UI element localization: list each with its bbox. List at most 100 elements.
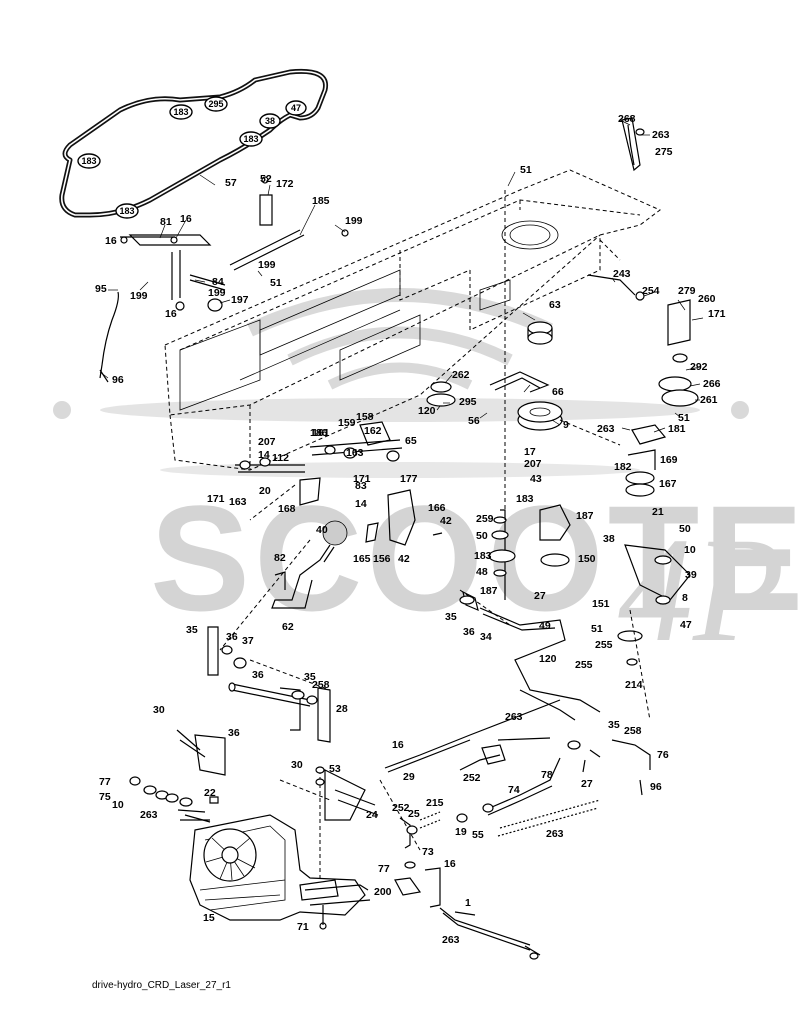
callout: 261 — [700, 394, 718, 406]
callout: 260 — [698, 293, 716, 305]
callout: 255 — [575, 659, 593, 671]
callout: 15 — [203, 912, 215, 924]
callout: 47 — [680, 619, 692, 631]
callout: 161 — [312, 427, 330, 439]
callout: 77 — [378, 863, 390, 875]
callout: 177 — [400, 473, 418, 485]
callout: 263 — [140, 809, 158, 821]
callout: 262 — [452, 369, 470, 381]
callout: 183 — [474, 550, 492, 562]
callout: 28 — [336, 703, 348, 715]
callout: 258 — [624, 725, 642, 737]
callout: 162 — [364, 425, 382, 437]
callout: 215 — [426, 797, 444, 809]
callout: 275 — [655, 146, 673, 158]
callout: 36 — [226, 631, 238, 643]
callout: 51 — [270, 277, 282, 289]
callout: 96 — [112, 374, 124, 386]
shift-lever — [271, 544, 335, 609]
callout: 199 — [208, 287, 226, 299]
callouts: 268 263 275 51 52 172 185 199 57 16 81 1… — [95, 113, 726, 946]
callout: 52 — [260, 173, 272, 185]
callout: 29 — [403, 771, 415, 783]
callout: 62 — [282, 621, 294, 633]
callout: 34 — [480, 631, 492, 643]
callout: 112 — [272, 452, 289, 464]
callout: 200 — [374, 886, 392, 898]
callout: 82 — [274, 552, 286, 564]
diagram-caption: drive-hydro_CRD_Laser_27_r1 — [92, 980, 231, 991]
callout: 16 — [165, 308, 177, 320]
callout: 83 — [355, 480, 367, 492]
callout: 156 — [373, 553, 391, 565]
callout: 20 — [259, 485, 271, 497]
callout: 214 — [625, 679, 643, 691]
callout: 186 — [310, 427, 328, 439]
callout: 1 — [465, 897, 471, 909]
callout: 292 — [690, 361, 708, 373]
callout: 16 — [105, 235, 117, 247]
callout: 35 — [608, 719, 620, 731]
callout: 171 — [353, 473, 371, 485]
callout: 263 — [597, 423, 615, 435]
callout: 150 — [578, 553, 596, 565]
callout: 187 — [480, 585, 498, 597]
callout: 22 — [204, 787, 216, 799]
callout: 172 — [276, 178, 294, 190]
callout: 252 — [463, 772, 481, 784]
callout: 50 — [679, 523, 691, 535]
svg-text:295: 295 — [208, 99, 223, 109]
lower-levers — [304, 803, 541, 960]
callout: 169 — [660, 454, 678, 466]
callout: 197 — [231, 294, 249, 306]
callout: 19 — [455, 826, 467, 838]
callout: 14 — [355, 498, 367, 510]
callout: 30 — [153, 704, 165, 716]
callout: 207 — [524, 458, 542, 470]
callout: 74 — [508, 784, 520, 796]
callout: 55 — [472, 829, 484, 841]
callout: 163 — [346, 447, 364, 459]
drive-belt: 183 295 47 38 183 183 183 — [59, 68, 329, 219]
callout: 167 — [659, 478, 677, 490]
callout: 295 — [459, 396, 477, 408]
callout: 42 — [440, 515, 452, 527]
pulley-badge: 183 — [239, 131, 263, 147]
svg-text:183: 183 — [243, 134, 258, 144]
callout: 76 — [657, 749, 669, 761]
watermark: SCOOTER 4P — [53, 288, 800, 673]
pulley-badge: 38 — [259, 113, 281, 129]
svg-text:183: 183 — [81, 156, 96, 166]
callout: 279 — [678, 285, 696, 297]
axle-washers — [129, 776, 219, 821]
callout: 78 — [541, 769, 553, 781]
callout: 10 — [684, 544, 696, 556]
callout: 165 — [353, 553, 371, 565]
callout: 243 — [613, 268, 631, 280]
svg-text:47: 47 — [291, 103, 301, 113]
pulley-badge: 183 — [115, 203, 139, 219]
callout: 181 — [668, 423, 686, 435]
pulley-badge: 295 — [204, 96, 228, 112]
callout: 10 — [112, 799, 124, 811]
callout: 48 — [476, 566, 488, 578]
callout: 255 — [595, 639, 613, 651]
callout: 207 — [258, 436, 276, 448]
callout: 36 — [228, 727, 240, 739]
callout: 16 — [392, 739, 404, 751]
callout: 252 — [392, 802, 410, 814]
callout: 171 — [708, 308, 726, 320]
svg-text:183: 183 — [119, 206, 134, 216]
callout: 199 — [258, 259, 276, 271]
callout: 25 — [408, 808, 420, 820]
callout: 84 — [212, 276, 224, 288]
callout: 16 — [444, 858, 456, 870]
callout: 40 — [316, 524, 328, 536]
leader-lines — [99, 119, 704, 433]
callout: 65 — [405, 435, 417, 447]
hydro-transmission — [184, 814, 371, 930]
callout: 35 — [304, 671, 316, 683]
callout: 27 — [534, 590, 546, 602]
callout: 38 — [603, 533, 615, 545]
callout: 24 — [366, 809, 378, 821]
